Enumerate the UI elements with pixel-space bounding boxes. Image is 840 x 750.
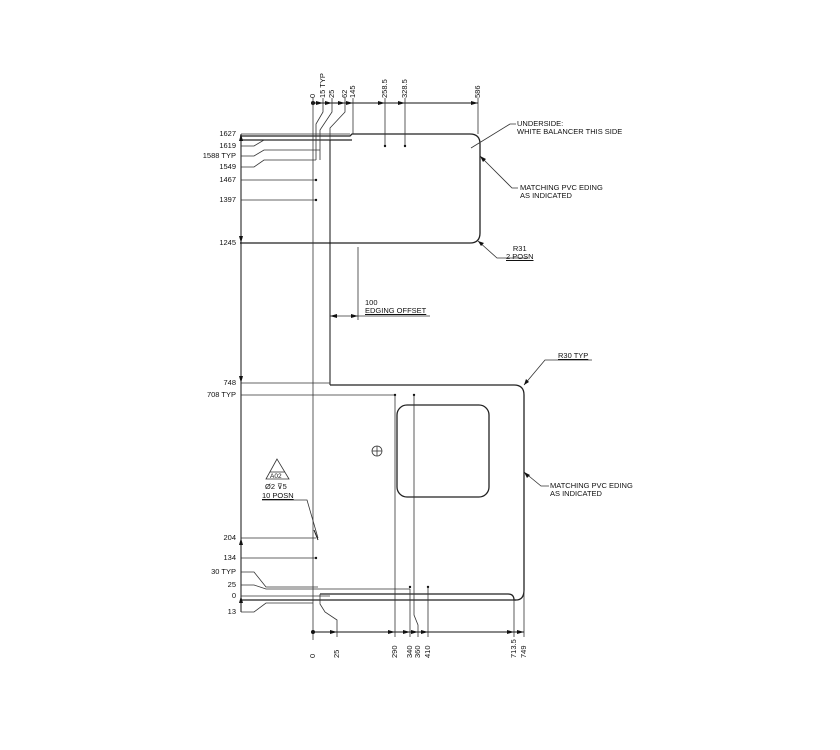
underside-note: UNDERSIDE: WHITE BALANCER THIS SIDE <box>517 120 622 136</box>
edging-offset-dimension <box>330 247 430 320</box>
upper-panel-outline <box>240 133 481 385</box>
lower-panel-outline <box>240 384 525 601</box>
r31-note: R31 2 POSN <box>506 245 534 261</box>
hole-tag-label: A02 <box>270 473 282 480</box>
left-dim-1467: 1467 <box>219 175 236 184</box>
left-dim-1397: 1397 <box>219 195 236 204</box>
left-dim-25: 25 <box>227 580 236 589</box>
edging-offset-value: 100 <box>365 298 378 307</box>
hole-symbol <box>371 445 383 457</box>
pvc-upper-line2: AS INDICATED <box>520 191 572 200</box>
top-dim-15: 15 TYP <box>318 73 327 98</box>
bottom-dim-713-5: 713.5 <box>509 639 518 658</box>
underside-note-line2: WHITE BALANCER THIS SIDE <box>517 127 623 136</box>
left-dim-30: 30 TYP <box>211 567 236 576</box>
r31-line1: R31 <box>512 244 527 253</box>
edging-offset-note: 100 EDGING OFFSET <box>365 299 426 315</box>
pvc-lower-line2: AS INDICATED <box>550 489 602 498</box>
top-dim-145: 145 <box>348 85 357 98</box>
hole-tag-triangle <box>265 458 290 480</box>
bottom-dimension-chain <box>311 395 525 637</box>
top-dimension-chain <box>311 98 479 640</box>
top-dim-0: 0 <box>308 93 317 98</box>
bottom-dim-290: 290 <box>390 645 399 658</box>
left-dim-748: 748 <box>223 378 236 387</box>
underside-note-line1: UNDERSIDE: <box>517 119 564 128</box>
left-dim-1619: 1619 <box>219 141 236 150</box>
hole-count: 10 POSN <box>262 491 294 500</box>
pvc-edging-note-lower: MATCHING PVC EDING AS INDICATED <box>550 482 633 498</box>
bottom-dim-360: 360 <box>413 645 422 658</box>
left-dim-1549: 1549 <box>219 162 236 171</box>
bottom-dim-749: 749 <box>519 645 528 658</box>
left-dim-1627: 1627 <box>219 129 236 138</box>
hole-spec: Ø2 ⊽5 <box>265 482 287 491</box>
left-dim-134: 134 <box>223 553 236 562</box>
left-dimension-chain <box>239 133 430 613</box>
pvc-lower-line1: MATCHING PVC EDING <box>550 481 633 490</box>
left-dim-708: 708 TYP <box>206 390 236 399</box>
pvc-edging-note-upper: MATCHING PVC EDING AS INDICATED <box>520 184 603 200</box>
top-dim-258-5: 258.5 <box>380 79 389 98</box>
top-dim-586: 586 <box>473 85 482 98</box>
leaders <box>262 123 592 541</box>
left-dim-1245: 1245 <box>219 238 236 247</box>
left-dim-1588: 1588 TYP <box>202 151 236 160</box>
bottom-dim-410: 410 <box>423 645 432 658</box>
bottom-dim-25: 25 <box>332 649 341 658</box>
r31-line2: 2 POSN <box>506 252 534 261</box>
cutout-window <box>396 404 490 498</box>
left-dim-204: 204 <box>223 533 236 542</box>
top-dim-328-5: 328.5 <box>400 79 409 98</box>
r30-note: R30 TYP <box>558 351 589 360</box>
left-dim-13: 13 <box>227 607 236 616</box>
edging-offset-label: EDGING OFFSET <box>365 306 427 315</box>
pvc-upper-line1: MATCHING PVC EDING <box>520 183 603 192</box>
left-dim-0: 0 <box>231 591 236 600</box>
top-dim-25: 25 <box>327 89 336 98</box>
bottom-dim-0: 0 <box>308 653 317 658</box>
